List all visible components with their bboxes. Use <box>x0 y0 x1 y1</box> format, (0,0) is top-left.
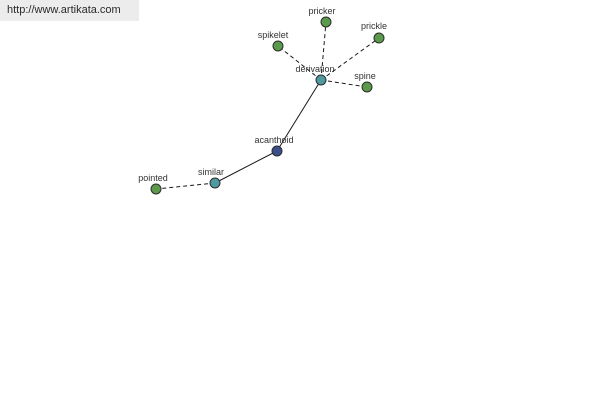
edge-acanthoid-derivation <box>276 79 322 152</box>
url-banner: http://www.artikata.com <box>0 0 139 21</box>
edge-derivation-spikelet <box>277 45 322 81</box>
node-label-derivation[interactable]: derivation <box>295 64 334 74</box>
node-similar[interactable] <box>209 177 221 189</box>
node-label-spikelet[interactable]: spikelet <box>258 30 289 40</box>
node-label-similar[interactable]: similar <box>198 167 224 177</box>
labels-layer: acanthoid derivation similar pricker spikele… <box>138 6 387 183</box>
node-label-spine[interactable]: spine <box>354 71 376 81</box>
edge-similar-pointed <box>155 182 216 190</box>
node-pricker[interactable] <box>320 16 332 28</box>
node-derivation[interactable] <box>315 74 327 86</box>
nodes-layer <box>150 16 385 195</box>
node-spikelet[interactable] <box>272 40 284 52</box>
node-label-prickle[interactable]: prickle <box>361 21 387 31</box>
node-label-pointed[interactable]: pointed <box>138 173 168 183</box>
edge-derivation-spine <box>320 79 368 88</box>
node-label-acanthoid[interactable]: acanthoid <box>254 135 293 145</box>
node-label-pricker[interactable]: pricker <box>308 6 335 16</box>
edges-layer <box>155 21 380 190</box>
edge-derivation-prickle <box>320 37 380 81</box>
node-prickle[interactable] <box>373 32 385 44</box>
edge-acanthoid-similar <box>214 150 278 184</box>
node-acanthoid[interactable] <box>271 145 283 157</box>
node-pointed[interactable] <box>150 183 162 195</box>
url-link[interactable]: http://www.artikata.com <box>7 4 121 16</box>
node-spine[interactable] <box>361 81 373 93</box>
edge-derivation-pricker <box>320 21 327 81</box>
